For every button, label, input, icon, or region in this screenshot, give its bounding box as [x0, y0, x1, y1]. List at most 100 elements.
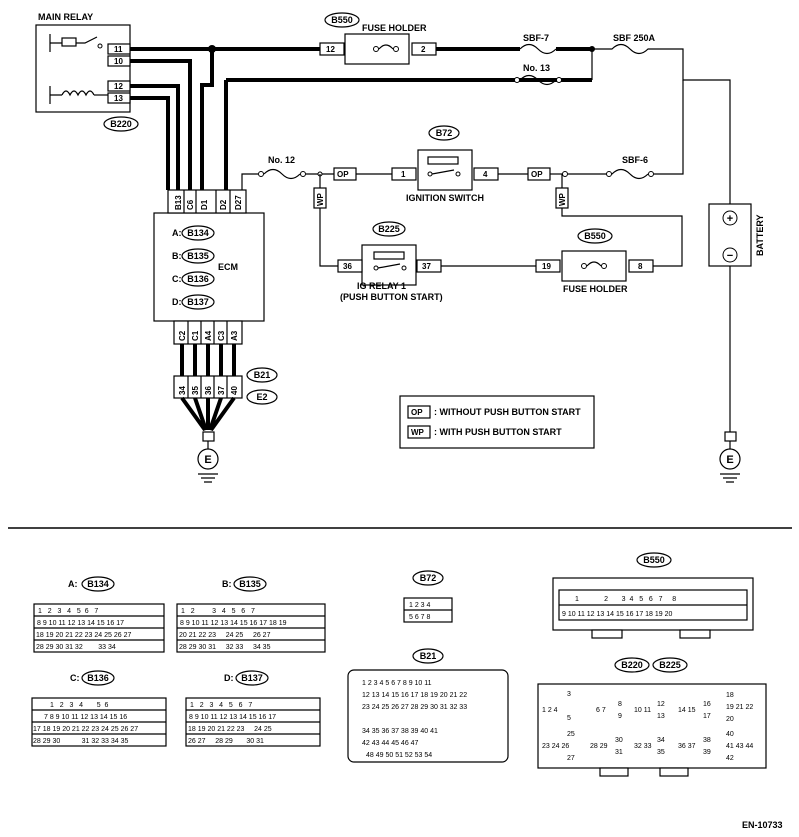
face-b220-code: B220	[621, 660, 643, 670]
ignition-pin-1: 1	[401, 170, 406, 179]
ecm-conn-c-letter: C:	[172, 274, 182, 284]
svg-text:28 29 30 31 32 33 34 3: 28 29 30 31 32 33 34 35	[179, 644, 271, 651]
svg-text:41 43 44: 41 43 44	[726, 743, 753, 750]
svg-text:1 2 3 4 5 6 7 8 9 10 11: 1 2 3 4 5 6 7 8 9 10 11	[362, 680, 432, 687]
ecm-pin-c6: C6	[186, 199, 195, 210]
svg-text:32 33: 32 33	[634, 743, 652, 750]
legend-wp-box: WP	[411, 428, 425, 437]
connector-face-b134: A: B134 1 2 3 4 5 6 7 8 9 10 11 12 13 14…	[33, 576, 165, 653]
ecm-conn-a-code: B134	[187, 228, 209, 238]
ecm-pin-b13: B13	[174, 195, 183, 210]
ecm-conn-b-code: B135	[187, 251, 209, 261]
connector-face-b550: B550 1 2 3 4 5 6 7 8 9 10 11 12 13 14 15…	[552, 552, 754, 639]
fuse-holder-mid: B550 19 8 FUSE HOLDER	[535, 228, 654, 294]
face-b135-code: B135	[239, 579, 261, 589]
ignition-circuit: No. 12 OP WP B72 1 4 IGNITION SWITCH OP …	[241, 80, 684, 267]
footer-code: EN-10733	[742, 820, 783, 830]
svg-text:42: 42	[726, 755, 734, 762]
relay-pin-13: 13	[114, 94, 123, 103]
ecm-pin-c3: C3	[217, 330, 226, 341]
ecm-conn-d-code: B137	[187, 297, 209, 307]
main-relay: MAIN RELAY 11 10 12 13 B220	[35, 12, 139, 132]
legend-op-text: : WITHOUT PUSH BUTTON START	[434, 407, 581, 417]
svg-text:14 15: 14 15	[678, 707, 696, 714]
b21-pin-35: 35	[191, 386, 200, 395]
legend-op-box: OP	[411, 408, 423, 417]
svg-text:28 29: 28 29	[590, 743, 608, 750]
e2-code: E2	[256, 392, 267, 402]
svg-text:48 49 50 51 52 53 54: 48 49 50 51 52 53 54	[366, 752, 432, 759]
b21-code: B21	[254, 370, 271, 380]
fuse-holder-mid-pin-19: 19	[542, 262, 551, 271]
battery: + − BATTERY E	[708, 203, 765, 483]
relay-wires	[130, 45, 592, 190]
b21-pin-37: 37	[217, 386, 226, 395]
marker-op-1: OP	[337, 170, 349, 179]
svg-text:10 11: 10 11	[634, 707, 651, 714]
face-b137-code: B137	[241, 673, 263, 683]
fuse-holder-mid-pin-8: 8	[638, 262, 643, 271]
svg-text:18: 18	[726, 692, 734, 699]
svg-text:35: 35	[657, 749, 665, 756]
face-b550-code: B550	[643, 555, 665, 565]
marker-wp-1: WP	[316, 192, 325, 206]
ecm-pin-c2: C2	[178, 330, 187, 341]
svg-text:7 8 9 10 11 12 13 14 15 16: 7 8 9 10 11 12 13 14 15 16	[44, 714, 127, 721]
svg-text:34 35 36 37 38 39 40 41: 34 35 36 37 38 39 40 41	[362, 728, 438, 735]
ig-relay-pin-37: 37	[422, 262, 431, 271]
ig-relay-subtitle: (PUSH BUTTON START)	[340, 292, 443, 302]
battery-plus: +	[727, 213, 733, 225]
svg-text:5 6 7 8: 5 6 7 8	[409, 614, 431, 621]
svg-text:17: 17	[703, 713, 711, 720]
svg-text:6 7: 6 7	[596, 707, 606, 714]
svg-text:18 19 20 21 22 23 24 25 26 27: 18 19 20 21 22 23 24 25 26 27	[36, 632, 131, 639]
svg-text:1 2 3 4 5 6: 1 2 3 4 5 6	[50, 702, 108, 709]
connector-face-b72: B72 1 2 3 4 5 6 7 8	[403, 570, 453, 623]
svg-text:27: 27	[567, 755, 575, 762]
svg-text:9: 9	[618, 713, 622, 720]
face-b225-code: B225	[659, 660, 681, 670]
svg-text:40: 40	[726, 731, 734, 738]
b21-pin-40: 40	[230, 386, 239, 395]
face-b137-letter: D:	[224, 673, 234, 683]
connector-face-b135: B: B135 1 2 3 4 5 6 7 8 9 10 11 12 13 14…	[176, 576, 326, 653]
fuse-chain-top: SBF-7 SBF 250A No. 13	[514, 33, 731, 204]
face-b134-letter: A:	[68, 579, 78, 589]
face-b72-code: B72	[420, 573, 437, 583]
ecm-conn-a-letter: A:	[172, 228, 182, 238]
ig-relay-title: IG RELAY 1	[357, 281, 406, 291]
face-b134-code: B134	[87, 579, 109, 589]
svg-text:26 27 28 29 30 31: 26 27 28 29 30 31	[188, 738, 264, 745]
face-b136-letter: C:	[70, 673, 80, 683]
svg-text:28 29 30 31 32 33 34: 28 29 30 31 32 33 34	[36, 644, 116, 651]
svg-text:23 24 25 26 27 28 29 30 31 32: 23 24 25 26 27 28 29 30 31 32 33	[362, 704, 467, 711]
battery-minus: −	[727, 250, 733, 262]
ecm-pin-d1: D1	[200, 199, 209, 210]
svg-text:12: 12	[657, 701, 665, 708]
ecm-pin-a3: A3	[230, 330, 239, 341]
svg-text:36 37: 36 37	[678, 743, 696, 750]
fuse-no12-label: No. 12	[268, 155, 295, 165]
svg-text:42 43 44 45 46 47: 42 43 44 45 46 47	[362, 740, 419, 747]
svg-text:34: 34	[657, 737, 665, 744]
fuse-sbf250-label: SBF 250A	[613, 33, 656, 43]
relay-pin-10: 10	[114, 57, 123, 66]
ecm-pin-d2: D2	[219, 199, 228, 210]
svg-text:28 29 30 31 32 33 34: 28 29 30 31 32 33 34 35	[33, 738, 128, 745]
svg-text:12 13 14 15 16 17 18 19 20 21: 12 13 14 15 16 17 18 19 20 21 22	[362, 692, 467, 699]
ig-relay-pin-36: 36	[343, 262, 352, 271]
ig-relay: B225 36 37 IG RELAY 1 (PUSH BUTTON START…	[337, 221, 536, 302]
svg-text:9 10 11 12 13 14 15 16 17 18 1: 9 10 11 12 13 14 15 16 17 18 19 20	[562, 611, 673, 618]
main-relay-title: MAIN RELAY	[38, 12, 93, 22]
svg-text:17 18 19 20 21 22 23 24 25 26: 17 18 19 20 21 22 23 24 25 26 27	[33, 726, 138, 733]
svg-text:25: 25	[567, 731, 575, 738]
svg-text:8 9 10 11 12 13 14 15 16 17: 8 9 10 11 12 13 14 15 16 17	[37, 620, 124, 627]
svg-text:1 2 3 4 5 6 7: 1 2 3 4 5 6 7	[38, 608, 98, 615]
svg-text:1 2 3 4 5 6 7: 1 2 3 4 5 6 7	[190, 702, 252, 709]
svg-text:8 9 10 11 12 13 14 15 16 17 18: 8 9 10 11 12 13 14 15 16 17 18 19	[180, 620, 287, 627]
svg-text:8: 8	[618, 701, 622, 708]
face-b135-letter: B:	[222, 579, 232, 589]
ignition-title: IGNITION SWITCH	[406, 193, 484, 203]
svg-text:23 24 26: 23 24 26	[542, 743, 569, 750]
fuse-sbf6-label: SBF-6	[622, 155, 648, 165]
